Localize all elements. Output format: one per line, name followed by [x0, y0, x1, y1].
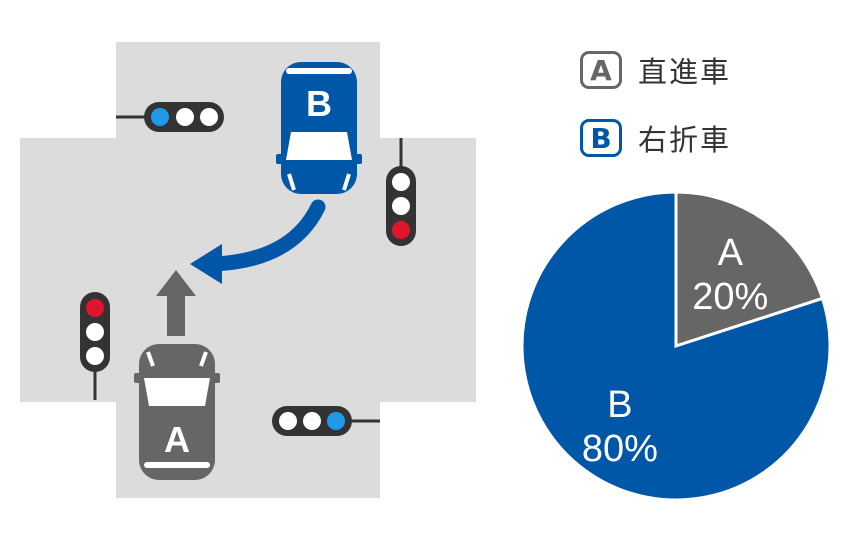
straight-arrow: [156, 270, 196, 336]
intersection: [20, 42, 476, 498]
legend-item-b: B 右折車: [580, 117, 731, 159]
pie-label-a: A: [718, 232, 744, 274]
pie-value-a: 20%: [692, 276, 768, 318]
signal-light-lit: [86, 299, 104, 317]
signal-light-lit: [392, 221, 410, 239]
signal-top-left: [116, 102, 224, 132]
pie-chart: A20% B80%: [520, 190, 832, 502]
right-turn-arrow: [190, 199, 326, 284]
car-a: A: [134, 344, 220, 480]
signal-left: [80, 292, 110, 400]
signal-right: [386, 138, 416, 246]
signal-light-lit: [327, 412, 345, 430]
pie-value-b: 80%: [582, 428, 658, 470]
pie-label-b: B: [607, 384, 632, 426]
signal-bottom-right: [272, 406, 380, 436]
signal-light-lit: [151, 108, 169, 126]
legend-item-a: A 直進車: [580, 49, 731, 91]
car-b: B: [276, 62, 362, 194]
legend-badge-a: A: [580, 51, 622, 89]
pie-slice-a: [674, 190, 825, 349]
car-a-label: A: [164, 419, 190, 460]
car-b-label: B: [306, 83, 332, 124]
legend-badge-b: B: [580, 119, 622, 157]
pie-slice-b: [520, 190, 832, 502]
legend-label-a: 直進車: [638, 55, 732, 89]
legend-label-b: 右折車: [638, 123, 732, 157]
